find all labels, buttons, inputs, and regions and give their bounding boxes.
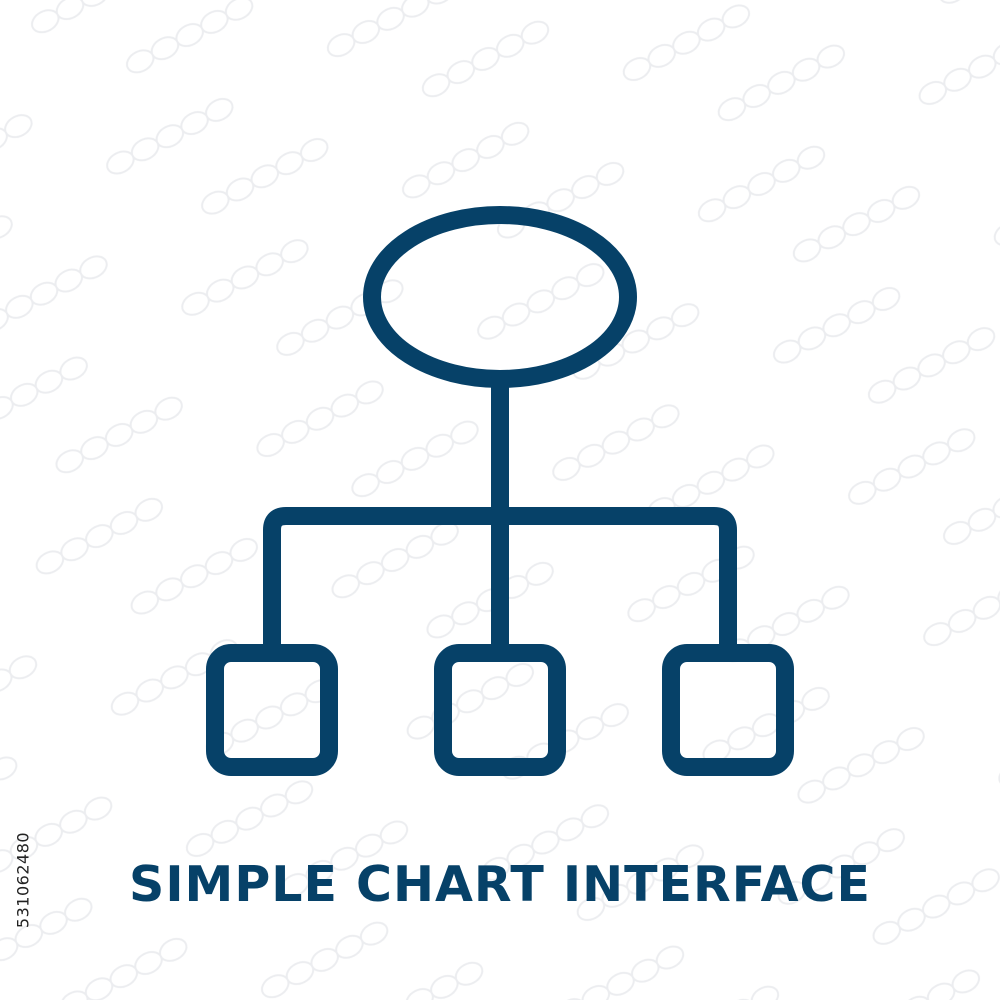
child-node-right [662, 644, 794, 776]
child-node-left [206, 644, 338, 776]
branch-line [263, 507, 737, 661]
icon-title: SIMPLE CHART INTERFACE [129, 856, 871, 913]
top-node-ellipse [363, 206, 637, 388]
child-node-center [434, 644, 566, 776]
stock-id-label: 531062480 [13, 831, 33, 929]
